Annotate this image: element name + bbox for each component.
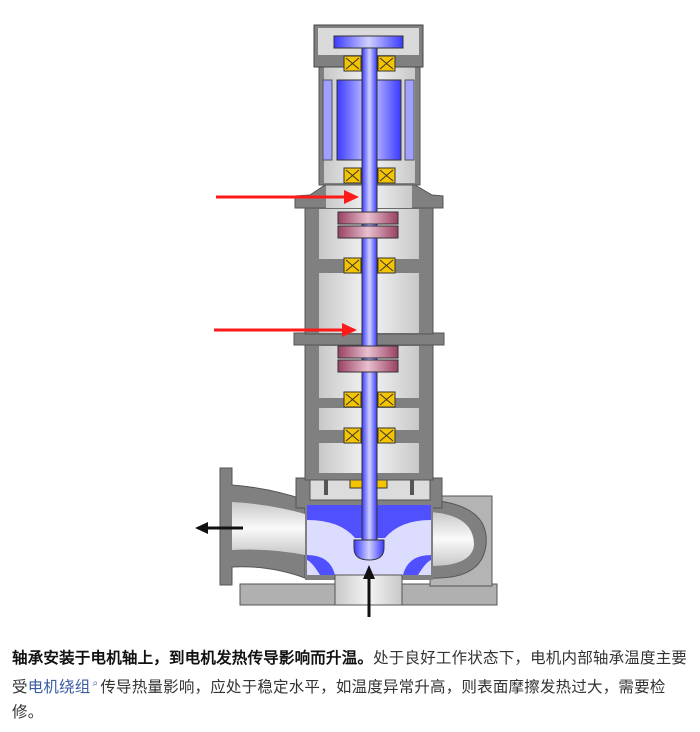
outlet-flow-arrow-icon: [195, 522, 243, 534]
coupling-upper: [337, 211, 399, 225]
pump-shaft: [361, 47, 378, 549]
caption-bold: 轴承安装于电机轴上，到电机发热传导影响而升温。: [12, 649, 374, 667]
caption-paragraph: 轴承安装于电机轴上，到电机发热传导影响而升温。处于良好工作状态下，电机内部轴承温…: [12, 646, 692, 725]
coupling-lower: [337, 345, 399, 359]
cooling-fan: [333, 35, 404, 49]
pump-cross-section-diagram: [195, 24, 498, 617]
heat-arrow-icon: [216, 190, 359, 204]
caption-text-1: 处于良好工作状态下，电机内部轴承温度主要受: [12, 649, 688, 697]
stator-left: [322, 79, 333, 161]
heat-arrow-icon: [214, 323, 357, 337]
inlet-flow-arrow-icon: [363, 565, 375, 617]
search-icon[interactable]: ⌕: [92, 678, 99, 689]
stator-right: [404, 79, 415, 161]
caption-text-2: 传导热量影响，应处于稳定水平，如温度异常升高，则表面摩擦发热过大，需要检修。: [12, 678, 666, 722]
motor-winding-link[interactable]: 电机绕组: [27, 678, 91, 697]
